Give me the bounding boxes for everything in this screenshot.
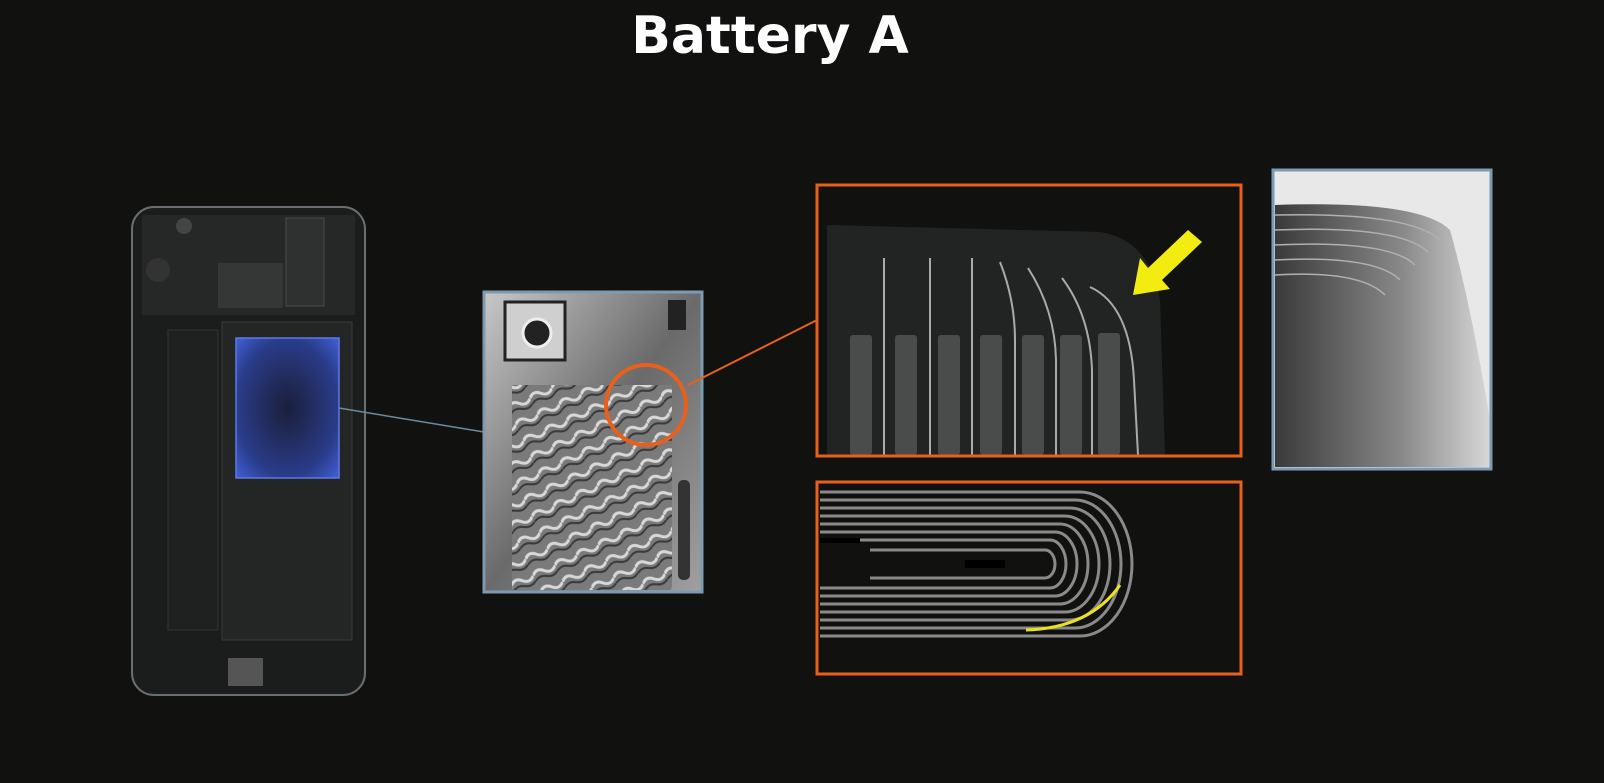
defect-highlight — [1025, 584, 1122, 632]
phone-teardown — [131, 206, 366, 696]
battery-highlight — [235, 337, 340, 479]
xray-image — [482, 290, 704, 594]
jellyroll-cross-section — [815, 480, 1243, 676]
yellow-arrow-icon — [1133, 230, 1202, 295]
jellyroll-photo — [1271, 168, 1493, 471]
connector-line — [338, 407, 485, 433]
defect-circle — [604, 363, 688, 447]
slide-title: Battery A — [631, 6, 909, 66]
zoom-connector-line — [687, 319, 818, 386]
electrode-cross-section — [815, 183, 1243, 458]
